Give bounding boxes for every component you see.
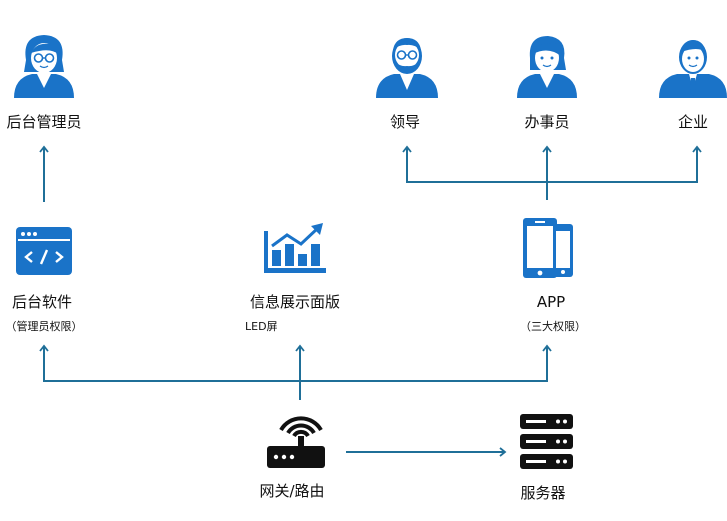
node-label-leader: 领导 [389, 113, 421, 131]
node-label-info-display: 信息展示面版 [249, 293, 341, 311]
connectors [39, 145, 702, 457]
node-label-backend-software: 后台软件 [11, 293, 73, 311]
person-beard-glasses-icon [376, 38, 438, 98]
node-label-server: 服务器 [520, 484, 566, 502]
node-label-gateway: 网关/路由 [259, 482, 325, 500]
server-icon [520, 414, 573, 469]
mobile-devices-icon [523, 218, 573, 278]
node-label-enterprise: 企业 [677, 113, 709, 131]
router-icon [267, 416, 325, 468]
person-female-icon [517, 36, 577, 98]
bar-chart-trend-icon [264, 223, 326, 273]
node-sub-app: （三大权限） [520, 320, 586, 333]
browser-code-icon [16, 227, 72, 275]
node-label-clerk: 办事员 [524, 113, 570, 131]
node-label-admin: 后台管理员 [6, 113, 82, 131]
node-label-app: APP [536, 293, 566, 311]
node-sub-backend-software: （管理员权限） [5, 320, 83, 333]
person-male-tie-icon [659, 40, 727, 98]
node-sub-info-display: LED屏 [245, 320, 278, 333]
person-female-glasses-icon [14, 35, 74, 98]
